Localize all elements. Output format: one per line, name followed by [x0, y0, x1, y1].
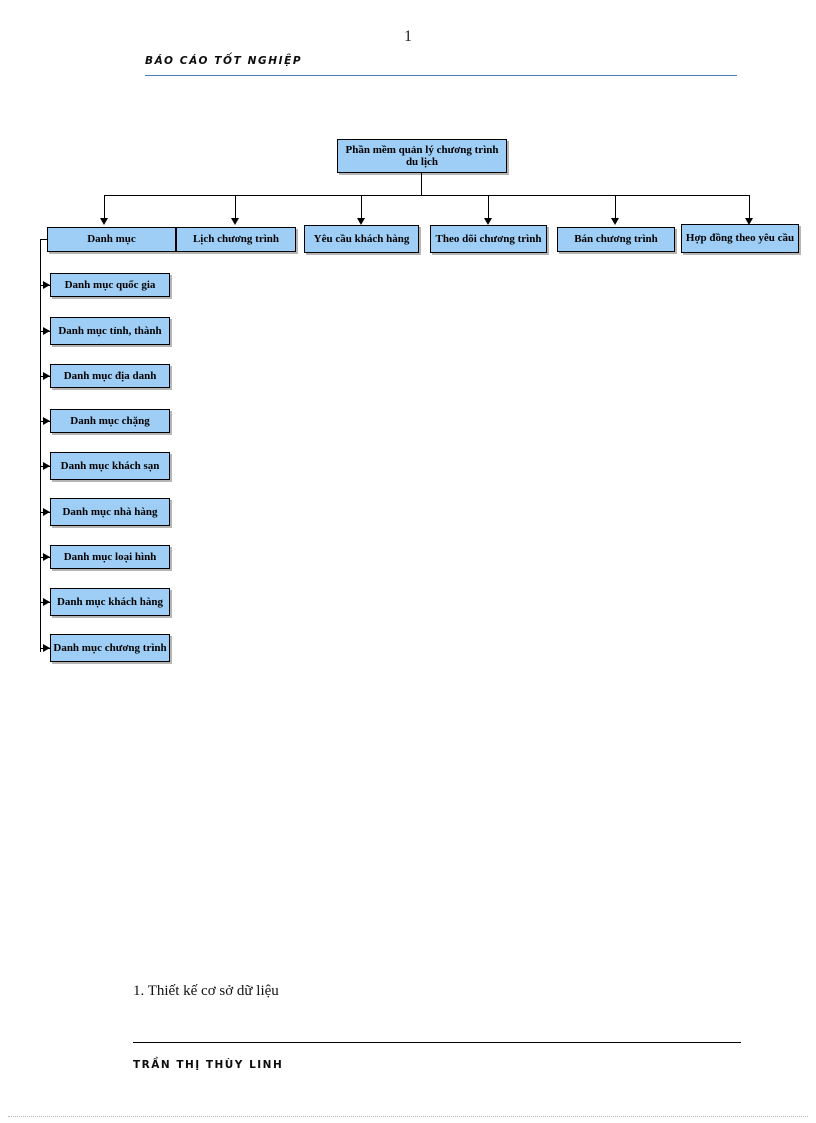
connector-drop-4 — [488, 195, 489, 220]
arrow-right-icon-5 — [43, 462, 50, 470]
diagram-node-danh-muc[interactable]: Danh mục — [47, 227, 176, 252]
connector-left-spine — [40, 239, 41, 652]
diagram-node-ban-chuong-trinh-label: Bán chương trình — [574, 233, 658, 246]
footer-divider — [133, 1042, 741, 1043]
diagram-node-danh-muc-chuong-trinh-label: Danh mục chương trình — [53, 641, 167, 654]
diagram-node-ban-chuong-trinh[interactable]: Bán chương trình — [557, 227, 675, 252]
header-divider — [145, 75, 737, 76]
arrow-right-icon-1 — [43, 281, 50, 289]
diagram-node-danh-muc-tinh-thanh[interactable]: Danh mục tỉnh, thành — [50, 317, 170, 345]
diagram-node-root[interactable]: Phần mềm quản lý chương trình du lịch — [337, 139, 507, 173]
diagram-node-lich-chuong-trinh[interactable]: Lịch chương trình — [176, 227, 296, 252]
diagram-node-lich-chuong-trinh-label: Lịch chương trình — [192, 233, 280, 246]
diagram-node-theo-doi-chuong-trinh[interactable]: Theo dõi chương trình — [430, 225, 547, 253]
diagram-node-danh-muc-label: Danh mục — [87, 233, 136, 246]
running-header-text: BÁO CÁO TỐT NGHIỆP — [145, 55, 303, 67]
arrow-down-icon-5 — [611, 218, 619, 225]
diagram-node-danh-muc-dia-danh-label: Danh mục địa danh — [63, 369, 157, 382]
connector-root-stem — [421, 173, 422, 195]
system-function-tree-diagram: Phần mềm quản lý chương trình du lịch Da… — [40, 139, 799, 662]
diagram-node-danh-muc-quoc-gia[interactable]: Danh mục quốc gia — [50, 273, 170, 297]
arrow-right-icon-2 — [43, 327, 50, 335]
diagram-node-hop-dong-theo-yeu-cau[interactable]: Hợp đồng theo yêu cầu — [681, 224, 799, 253]
diagram-node-hop-dong-theo-yeu-cau-label: Hợp đồng theo yêu cầu — [685, 232, 795, 245]
diagram-node-danh-muc-khach-san[interactable]: Danh mục khách sạn — [50, 452, 170, 480]
arrow-down-icon-6 — [745, 218, 753, 225]
connector-drop-6 — [749, 195, 750, 220]
diagram-node-danh-muc-tinh-thanh-label: Danh mục tỉnh, thành — [58, 324, 162, 337]
arrow-down-icon-4 — [484, 218, 492, 225]
diagram-node-danh-muc-dia-danh[interactable]: Danh mục địa danh — [50, 364, 170, 388]
diagram-node-danh-muc-khach-hang-label: Danh mục khách hàng — [56, 595, 164, 608]
connector-drop-2 — [235, 195, 236, 220]
connector-drop-1 — [104, 195, 105, 220]
arrow-right-icon-3 — [43, 372, 50, 380]
diagram-node-danh-muc-chuong-trinh[interactable]: Danh mục chương trình — [50, 634, 170, 662]
page-number: 1 — [404, 28, 412, 45]
diagram-node-danh-muc-loai-hinh-label: Danh mục loại hình — [63, 550, 157, 563]
page-bottom-divider — [8, 1116, 808, 1117]
diagram-node-danh-muc-khach-hang[interactable]: Danh mục khách hàng — [50, 588, 170, 616]
footer-author: TRẦN THỊ THÙY LINH — [133, 1059, 284, 1071]
connector-drop-3 — [361, 195, 362, 220]
diagram-node-danh-muc-nha-hang[interactable]: Danh mục nhà hàng — [50, 498, 170, 526]
arrow-right-icon-9 — [43, 644, 50, 652]
diagram-node-danh-muc-loai-hinh[interactable]: Danh mục loại hình — [50, 545, 170, 569]
diagram-node-yeu-cau-khach-hang[interactable]: Yêu cầu khách hàng — [304, 225, 419, 253]
connector-spine-entry — [40, 239, 48, 240]
arrow-right-icon-4 — [43, 417, 50, 425]
diagram-node-theo-doi-chuong-trinh-label: Theo dõi chương trình — [435, 232, 542, 245]
section-caption: 1. Thiết kế cơ sở dữ liệu — [133, 983, 279, 999]
diagram-node-yeu-cau-khach-hang-label: Yêu cầu khách hàng — [313, 232, 410, 245]
arrow-down-icon-2 — [231, 218, 239, 225]
diagram-node-danh-muc-khach-san-label: Danh mục khách sạn — [60, 459, 160, 472]
diagram-node-root-label: Phần mềm quản lý chương trình du lịch — [345, 143, 499, 168]
connector-horizontal-bus — [104, 195, 749, 196]
arrow-right-icon-6 — [43, 508, 50, 516]
arrow-down-icon-1 — [100, 218, 108, 225]
arrow-down-icon-3 — [357, 218, 365, 225]
diagram-node-danh-muc-chang-label: Danh mục chặng — [70, 414, 150, 427]
diagram-node-danh-muc-nha-hang-label: Danh mục nhà hàng — [62, 505, 158, 518]
arrow-right-icon-7 — [43, 553, 50, 561]
diagram-node-danh-muc-chang[interactable]: Danh mục chặng — [50, 409, 170, 433]
connector-drop-5 — [615, 195, 616, 220]
running-header: BÁO CÁO TỐT NGHIỆP — [145, 55, 745, 67]
arrow-right-icon-8 — [43, 598, 50, 606]
diagram-node-danh-muc-quoc-gia-label: Danh mục quốc gia — [64, 278, 156, 291]
